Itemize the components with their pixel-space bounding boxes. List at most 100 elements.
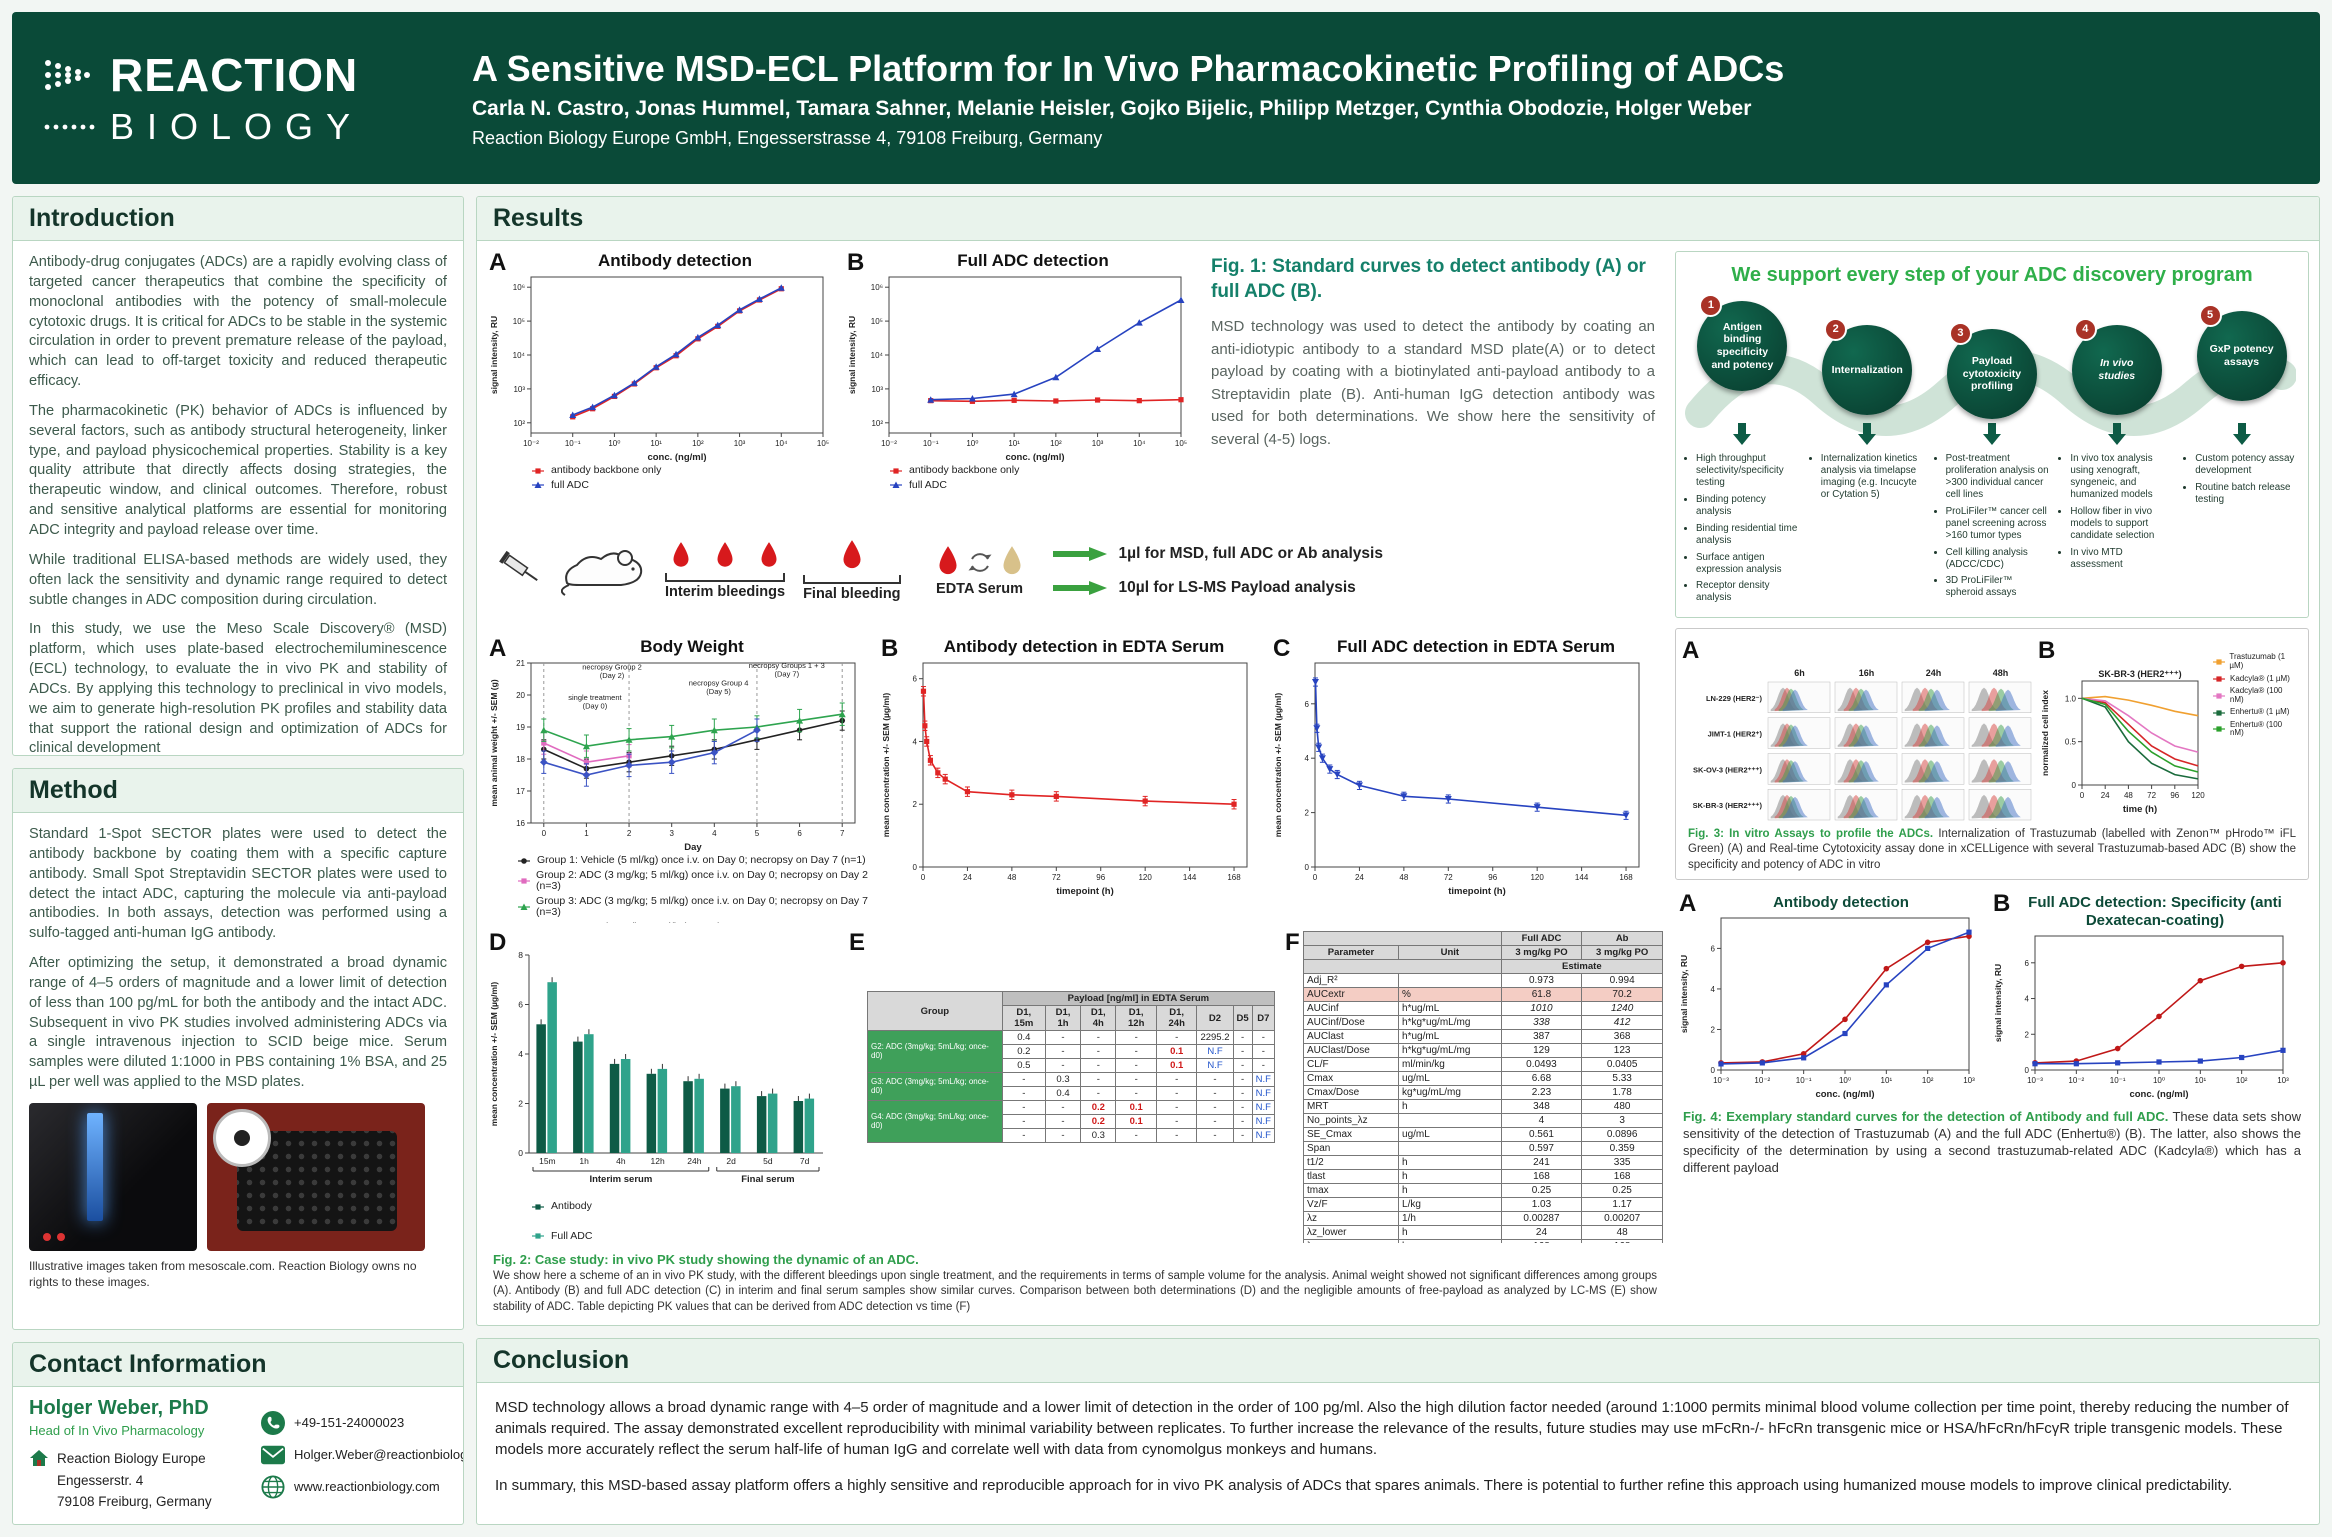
method-section: Method Standard 1-Spot SECTOR plates wer… <box>12 768 464 1330</box>
svg-text:necropsy Groups 1 + 3(Day 7): necropsy Groups 1 + 3(Day 7) <box>749 661 825 679</box>
svg-text:7: 7 <box>840 829 845 838</box>
svg-text:10⁵: 10⁵ <box>817 439 829 448</box>
svg-text:1: 1 <box>584 829 589 838</box>
svg-text:0: 0 <box>1711 1066 1716 1075</box>
fig1b-title: Full ADC detection <box>957 251 1109 270</box>
svg-text:Interim serum: Interim serum <box>589 1174 652 1185</box>
svg-text:6h: 6h <box>1794 668 1805 678</box>
svg-text:10³: 10³ <box>734 439 746 448</box>
svg-text:72: 72 <box>2147 791 2156 800</box>
svg-text:12h: 12h <box>651 1156 665 1166</box>
svg-text:48: 48 <box>1399 873 1408 882</box>
svg-text:10⁰: 10⁰ <box>1839 1076 1851 1085</box>
conclusion-title: Conclusion <box>477 1338 2319 1383</box>
contact-web[interactable]: www.reactionbiology.com <box>294 1479 440 1494</box>
paragraph: Antibody-drug conjugates (ADCs) are a ra… <box>29 254 447 390</box>
contact-org: Reaction Biology Europe <box>57 1450 206 1466</box>
conclusion-section: Conclusion MSD technology allows a broad… <box>476 1337 2320 1525</box>
svg-text:10⁻³: 10⁻³ <box>1713 1076 1729 1085</box>
legend-entry: Group 3: ADC (3 mg/kg; 5 ml/kg) once i.v… <box>517 895 871 919</box>
edta-serum-label: EDTA Serum <box>936 580 1024 597</box>
svg-text:signal intensity, RU: signal intensity, RU <box>1993 964 2003 1042</box>
contact-email[interactable]: Holger.Weber@reactionbiology.com <box>294 1447 463 1462</box>
svg-text:10⁰: 10⁰ <box>2153 1076 2165 1085</box>
svg-text:1.0: 1.0 <box>2065 695 2077 704</box>
svg-text:0: 0 <box>1305 863 1310 872</box>
fig4-caption-body: These data sets show sensitivity of the … <box>1683 1108 2301 1176</box>
legend-entry: Trastuzumab (1 µM) <box>2212 653 2298 671</box>
legend-entry: Full ADC <box>531 1230 839 1243</box>
svg-text:4: 4 <box>1711 985 1716 994</box>
svg-text:10⁻¹: 10⁻¹ <box>2110 1076 2126 1085</box>
logo-dots-row-icon <box>44 124 95 130</box>
svg-text:0: 0 <box>518 1148 523 1158</box>
svg-text:0: 0 <box>542 829 547 838</box>
svg-text:0: 0 <box>913 863 918 872</box>
legend-entry: full ADC <box>531 479 837 492</box>
fig3-caption: Fig. 3: In vitro Assays to profile the A… <box>1682 827 2302 873</box>
svg-text:96: 96 <box>2170 791 2179 800</box>
svg-text:24h: 24h <box>687 1156 701 1166</box>
contact-city: 79108 Freiburg, Germany <box>57 1494 212 1509</box>
final-bracket <box>803 575 901 585</box>
msd-reader-image <box>29 1102 197 1251</box>
blood-drop-icon <box>761 542 777 567</box>
svg-text:10⁻¹: 10⁻¹ <box>923 439 939 448</box>
paragraph: In summary, this MSD-based assay platfor… <box>495 1476 2233 1494</box>
svg-text:10⁻²: 10⁻² <box>2068 1076 2084 1085</box>
conclusion-paragraphs: MSD technology allows a broad dynamic ra… <box>477 1383 2319 1524</box>
svg-text:10⁻²: 10⁻² <box>881 439 897 448</box>
svg-text:10²: 10² <box>513 419 525 428</box>
green-arrow-icon <box>1052 547 1107 561</box>
legend-entry: Group 4: ADC (3 mg/kg; 5 ml/kg) once i.v… <box>517 921 871 923</box>
paragraph: After optimizing the setup, it demonstra… <box>29 955 447 1091</box>
fig4b-letter: B <box>1993 891 2011 917</box>
contact-phone[interactable]: +49-151-24000023 <box>294 1415 405 1430</box>
svg-text:24h: 24h <box>1926 668 1942 678</box>
svg-text:normalized cell index: normalized cell index <box>2040 690 2050 776</box>
lcms-volume-label: 10µl for LS-MS Payload analysis <box>1118 579 1356 596</box>
paragraph: In this study, we use the Meso Scale Dis… <box>29 621 447 756</box>
fig1-caption-body: MSD technology was used to detect the an… <box>1211 318 1655 448</box>
svg-text:0: 0 <box>2072 781 2077 790</box>
fig3b-letter: B <box>2038 637 2056 665</box>
svg-text:signal intensity, RU: signal intensity, RU <box>847 316 857 394</box>
svg-text:10⁻³: 10⁻³ <box>2027 1076 2043 1085</box>
introduction-section: Introduction Antibody-drug conjugates (A… <box>12 196 464 756</box>
svg-text:necropsy Group 4(Day 5): necropsy Group 4(Day 5) <box>689 678 749 696</box>
svg-text:SK-OV-3 (HER2⁺⁺⁺): SK-OV-3 (HER2⁺⁺⁺) <box>1693 766 1762 775</box>
legend-entry: Group 1: Vehicle (5 ml/kg) once i.v. on … <box>517 854 871 867</box>
home-icon <box>30 1450 48 1466</box>
blood-drop-icon <box>939 545 957 574</box>
svg-text:6: 6 <box>1305 700 1310 709</box>
svg-text:10⁻²: 10⁻² <box>523 439 539 448</box>
svg-text:10³: 10³ <box>871 385 883 394</box>
final-bleeding-label: Final bleeding <box>803 586 901 603</box>
poster-title: A Sensitive MSD-ECL Platform for In Vivo… <box>472 47 1785 89</box>
antibody-serum-title: Antibody detection in EDTA Serum <box>943 637 1225 656</box>
svg-text:10³: 10³ <box>1092 439 1104 448</box>
poster-authors: Carla N. Castro, Jonas Hummel, Tamara Sa… <box>472 96 1752 120</box>
svg-text:10²: 10² <box>2236 1076 2248 1085</box>
reaction-biology-logo: REACTION BIOLOGY <box>42 48 422 148</box>
svg-text:10⁵: 10⁵ <box>513 317 525 326</box>
svg-text:conc. (ng/ml): conc. (ng/ml) <box>2129 1089 2188 1100</box>
